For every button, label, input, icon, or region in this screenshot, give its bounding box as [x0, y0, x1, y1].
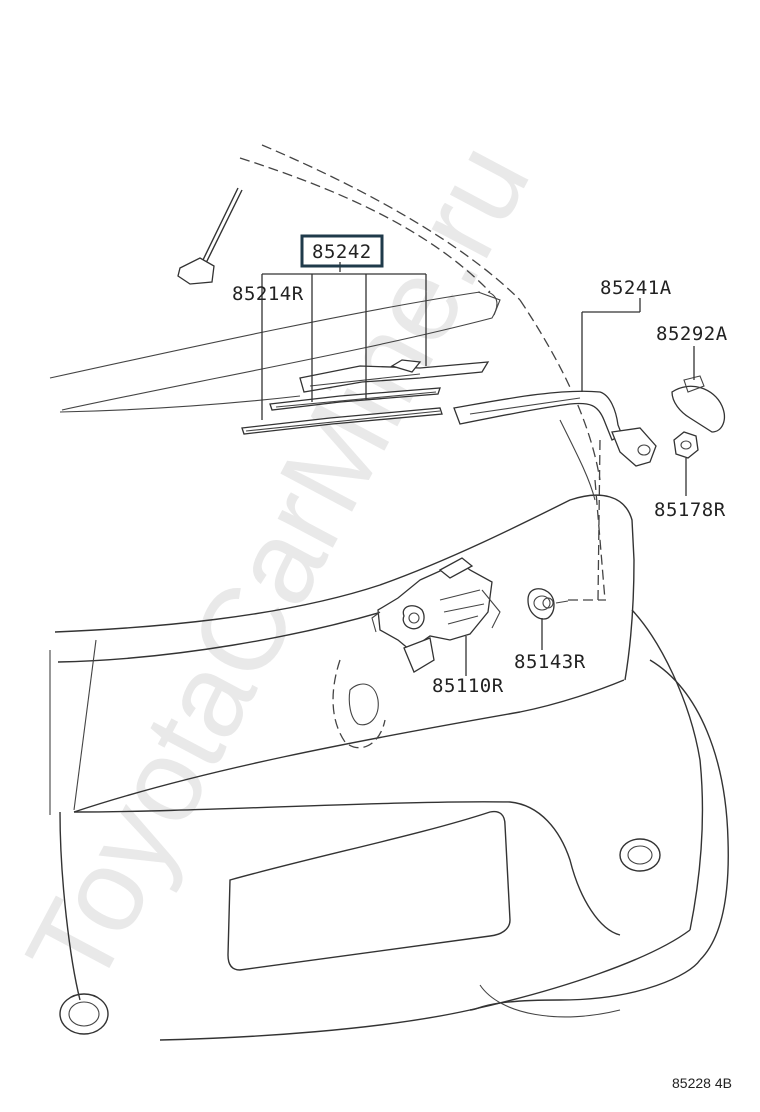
diagram-code: 85228 4B	[672, 1075, 732, 1091]
label-85110R[interactable]: 85110R	[432, 675, 504, 697]
label-85143R[interactable]: 85143R	[514, 651, 586, 673]
watermark: ToyotaCarMine.ru	[1, 123, 555, 1007]
wiper-motor	[371, 557, 501, 673]
label-85241A[interactable]: 85241A	[600, 277, 672, 299]
highlight-box	[300, 234, 384, 268]
wiper-nut	[673, 431, 699, 459]
car-body	[49, 144, 729, 1041]
leader-lines	[261, 262, 695, 676]
grommet	[527, 588, 569, 620]
label-85292A[interactable]: 85292A	[656, 323, 728, 345]
wiper-blade-assembly	[269, 359, 490, 411]
label-85178R[interactable]: 85178R	[654, 499, 726, 521]
label-85214R[interactable]: 85214R	[232, 283, 304, 305]
wiper-arm	[453, 390, 657, 467]
blade-rubber	[241, 407, 443, 435]
label-85242[interactable]: 85242	[312, 241, 372, 263]
wiper-cap	[671, 375, 726, 433]
antenna	[177, 187, 243, 285]
